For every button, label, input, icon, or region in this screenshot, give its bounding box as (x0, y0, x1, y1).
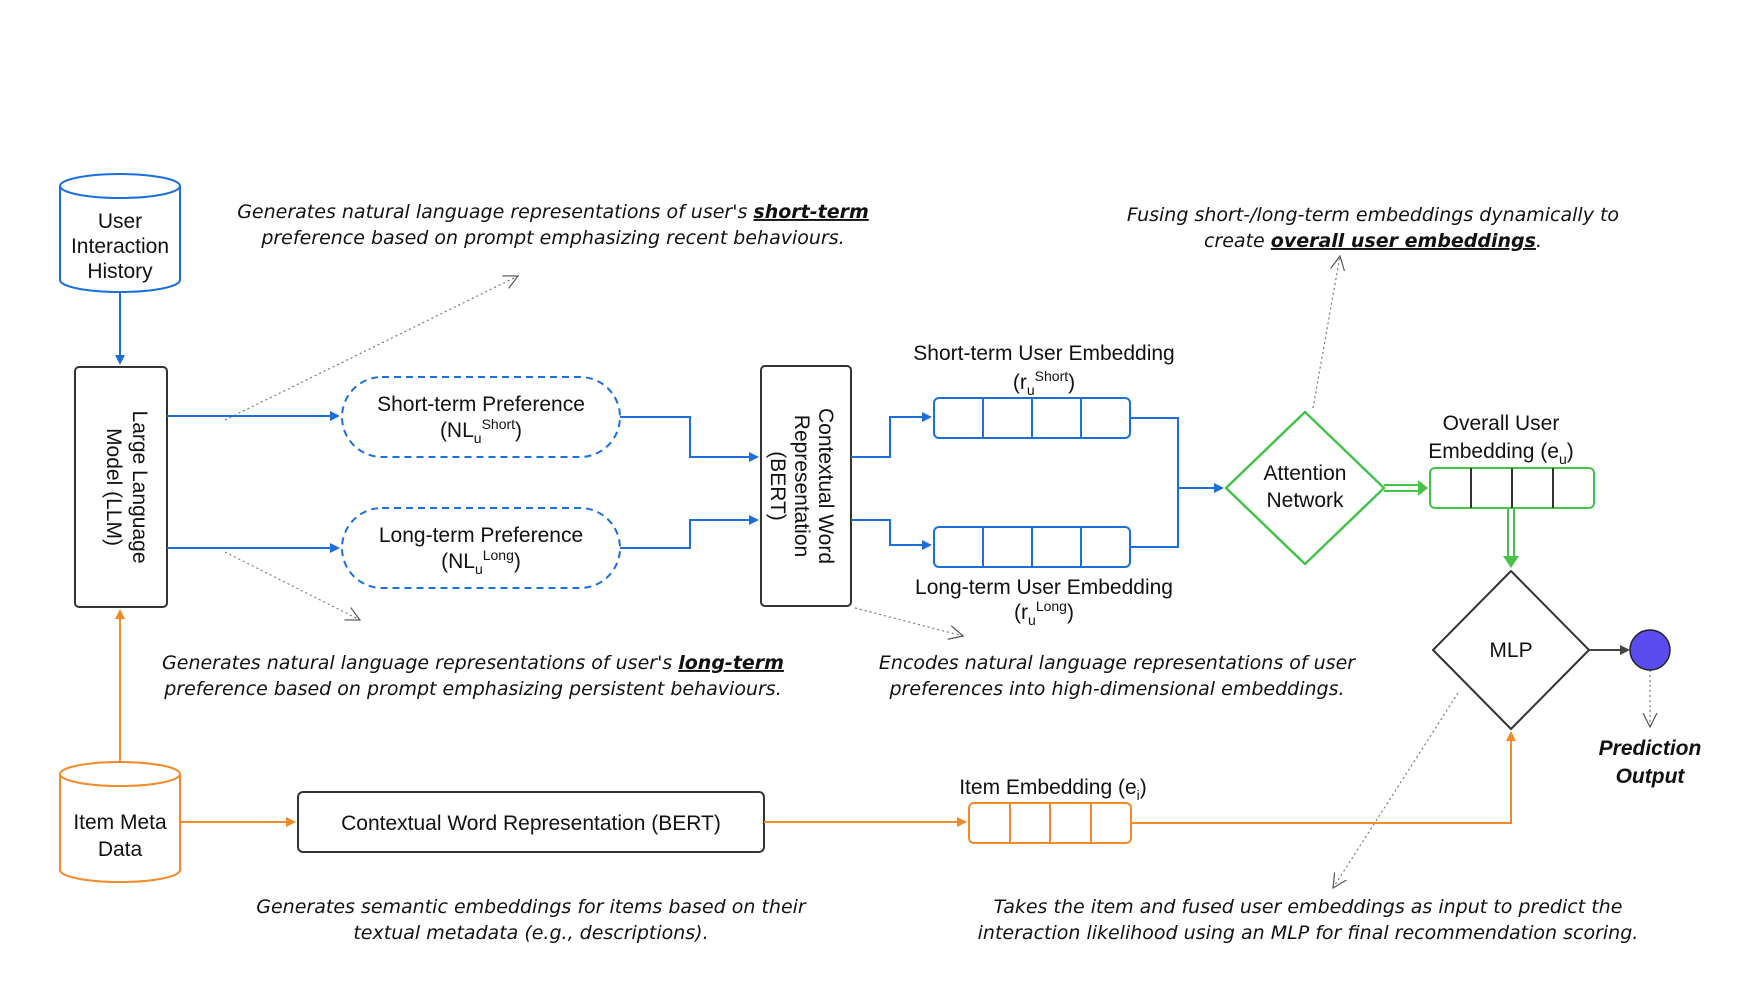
svg-text:Output: Output (1616, 765, 1686, 788)
svg-text:Fusing short-/long-term embedd: Fusing short-/long-term embeddings dynam… (1127, 204, 1619, 226)
svg-text:Short-term User Embedding: Short-term User Embedding (913, 342, 1174, 365)
user-interaction-history: User Interaction History (59, 173, 181, 293)
svg-text:preference based on prompt emp: preference based on prompt emphasizing p… (163, 678, 782, 700)
svg-text:(NLuShort): (NLuShort) (440, 416, 522, 446)
svg-text:MLP: MLP (1489, 639, 1532, 662)
arrow-overall-to-mlp (1503, 508, 1519, 568)
svg-text:Interaction: Interaction (71, 235, 169, 258)
svg-text:(ruShort): (ruShort) (1013, 368, 1075, 398)
svg-text:Large Language: Large Language (128, 411, 151, 564)
svg-text:Generates semantic embeddings: Generates semantic embeddings for items … (256, 896, 807, 918)
svg-text:Contextual Word Representation: Contextual Word Representation (BERT) (341, 812, 721, 835)
svg-text:Long-term Preference: Long-term Preference (379, 524, 583, 547)
bert-vertical-box: Contextual Word Representation (BERT) (760, 365, 852, 607)
connector-llm-long-note (224, 551, 360, 620)
overall-user-embedding: Overall User Embedding (eu) (1428, 412, 1595, 509)
svg-text:(NLuLong): (NLuLong) (441, 547, 521, 577)
svg-text:Generates natural language rep: Generates natural language representatio… (162, 652, 784, 674)
svg-text:Network: Network (1266, 489, 1344, 512)
long-term-preference: Long-term Preference (NLuLong) (341, 507, 621, 589)
svg-text:Overall User: Overall User (1443, 412, 1560, 435)
svg-text:Prediction: Prediction (1599, 737, 1702, 760)
svg-text:Embedding (eu): Embedding (eu) (1428, 440, 1574, 467)
svg-text:Short-term Preference: Short-term Preference (377, 393, 585, 416)
prediction-output-label: Prediction Output (1599, 737, 1702, 788)
bert-horizontal-box: Contextual Word Representation (BERT) (297, 791, 765, 853)
svg-text:Item Meta: Item Meta (73, 811, 167, 834)
note-encodes: Encodes natural language representations… (879, 652, 1356, 700)
arrow-short-emb-to-attention (1130, 417, 1224, 493)
note-short-term: Generates natural language representatio… (237, 201, 869, 249)
arrow-bert-to-long-emb (851, 519, 932, 550)
svg-text:Contextual Word: Contextual Word (814, 408, 837, 564)
attention-network: Attention Network (1224, 410, 1386, 566)
svg-text:Takes the item and fused user: Takes the item and fused user embeddings… (994, 896, 1623, 918)
svg-text:preferences into high-dimensio: preferences into high-dimensional embedd… (888, 678, 1344, 700)
arrow-item-emb-to-mlp (1131, 731, 1516, 824)
svg-text:Encodes natural language repre: Encodes natural language representations… (879, 652, 1356, 674)
svg-text:Attention: Attention (1264, 462, 1347, 485)
svg-text:Long-term User Embedding: Long-term User Embedding (915, 576, 1173, 599)
svg-text:User: User (98, 210, 142, 233)
short-term-user-embedding: Short-term User Embedding (ruShort) (913, 342, 1175, 439)
item-embedding: Item Embedding (ei) (959, 776, 1147, 844)
item-meta-data: Item Meta Data (59, 761, 181, 883)
arrow-long-emb-to-attention (1130, 488, 1179, 548)
svg-text:preference based on prompt emp: preference based on prompt emphasizing r… (260, 227, 844, 249)
svg-text:textual metadata (e.g., descri: textual metadata (e.g., descriptions). (353, 922, 708, 944)
arrow-long-pref-to-bert (620, 515, 759, 549)
note-semantic: Generates semantic embeddings for items … (256, 896, 807, 944)
svg-text:History: History (87, 260, 153, 283)
svg-text:Model (LLM): Model (LLM) (102, 428, 125, 546)
llm-box: Large Language Model (LLM) (74, 366, 168, 608)
svg-text:(BERT): (BERT) (766, 451, 789, 521)
output-node (1629, 629, 1671, 671)
svg-text:interaction likelihood using a: interaction likelihood using an MLP for … (978, 922, 1639, 944)
arrow-bert-to-short-emb (851, 412, 932, 458)
long-term-user-embedding: Long-term User Embedding (ruLong) (915, 526, 1173, 628)
arrow-short-pref-to-bert (620, 416, 759, 462)
svg-text:Generates natural language rep: Generates natural language representatio… (237, 201, 869, 223)
svg-text:Item Embedding (ei): Item Embedding (ei) (959, 776, 1147, 803)
svg-text:(ruLong): (ruLong) (1014, 598, 1074, 628)
mlp-node: MLP (1432, 570, 1590, 730)
arrow-attention-to-overall (1384, 480, 1428, 496)
short-term-preference: Short-term Preference (NLuShort) (341, 376, 621, 458)
note-mlp: Takes the item and fused user embeddings… (978, 896, 1639, 944)
note-long-term: Generates natural language representatio… (162, 652, 784, 700)
svg-text:create overall user embeddings: create overall user embeddings. (1204, 230, 1542, 252)
svg-text:Representation: Representation (790, 415, 813, 557)
note-fusing: Fusing short-/long-term embeddings dynam… (1127, 204, 1619, 252)
connector-bert-encodes-note (854, 607, 963, 636)
note-connectors (224, 256, 1650, 888)
svg-text:Data: Data (98, 838, 143, 861)
connector-mlp-note (1333, 692, 1459, 888)
connector-attention-fusing-note (1312, 256, 1340, 409)
